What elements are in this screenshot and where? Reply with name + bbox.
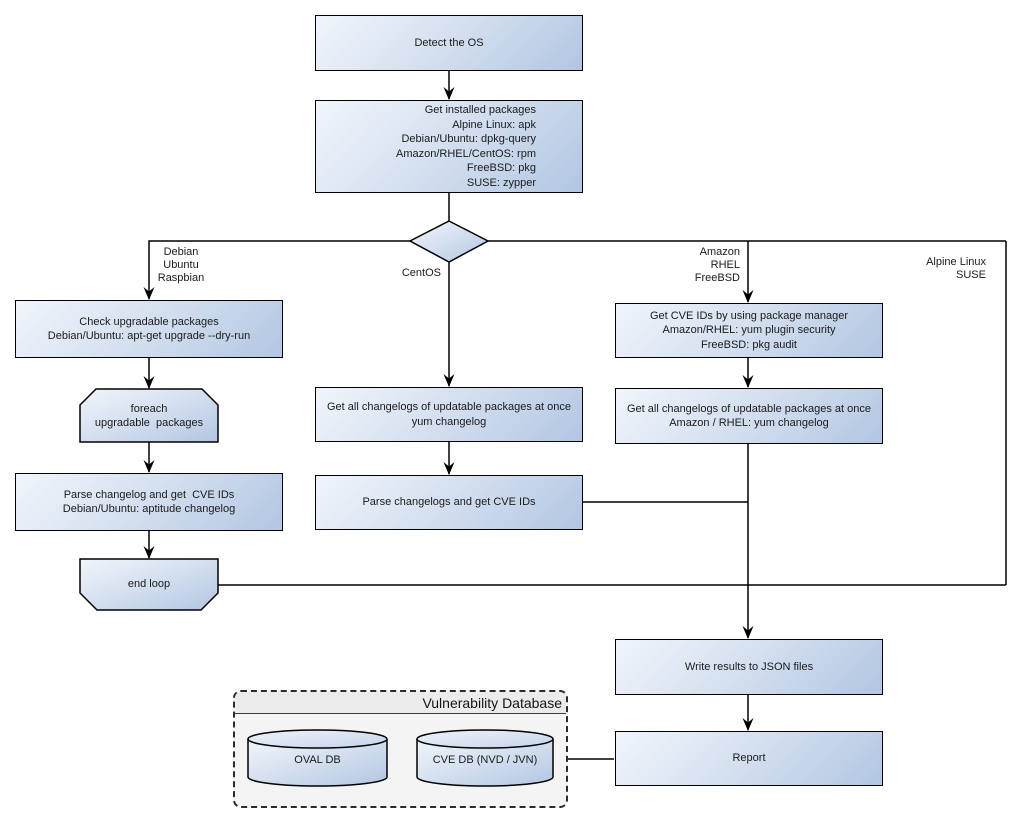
node-parse-changelog-debian: Parse changelog and get CVE IDs Debian/U… <box>15 473 283 531</box>
branch-label-debian: Debian Ubuntu Raspbian <box>157 246 205 284</box>
connectors <box>148 71 1007 760</box>
node-get-installed-packages: Get installed packages Alpine Linux: apk… <box>315 100 583 193</box>
decision-diamond <box>408 220 490 263</box>
branch-label-amazon: Amazon RHEL FreeBSD <box>694 246 740 284</box>
vulnerability-database-title: Vulnerability Database <box>235 692 566 714</box>
node-get-cve-ids-pkg-manager: Get CVE IDs by using package manager Ama… <box>615 303 883 358</box>
node-get-changelogs-centos: Get all changelogs of updatable packages… <box>315 387 583 442</box>
branch-label-centos: CentOS <box>401 267 441 279</box>
node-report: Report <box>615 731 883 786</box>
branch-label-alpine: Alpine Linux SUSE <box>926 256 986 281</box>
end-loop-shape <box>79 558 219 611</box>
foreach-loop-shape <box>79 388 219 443</box>
node-check-upgradable-packages: Check upgradable packages Debian/Ubuntu:… <box>15 300 283 358</box>
oval-db-cylinder-icon <box>247 729 388 787</box>
cve-db-cylinder-icon <box>416 729 554 787</box>
node-get-changelogs-amazon: Get all changelogs of updatable packages… <box>615 388 883 444</box>
arrowheads <box>143 87 754 731</box>
node-detect-os: Detect the OS <box>315 15 583 71</box>
node-write-json-files: Write results to JSON files <box>615 639 883 695</box>
node-parse-changelogs-centos: Parse changelogs and get CVE IDs <box>315 475 583 530</box>
